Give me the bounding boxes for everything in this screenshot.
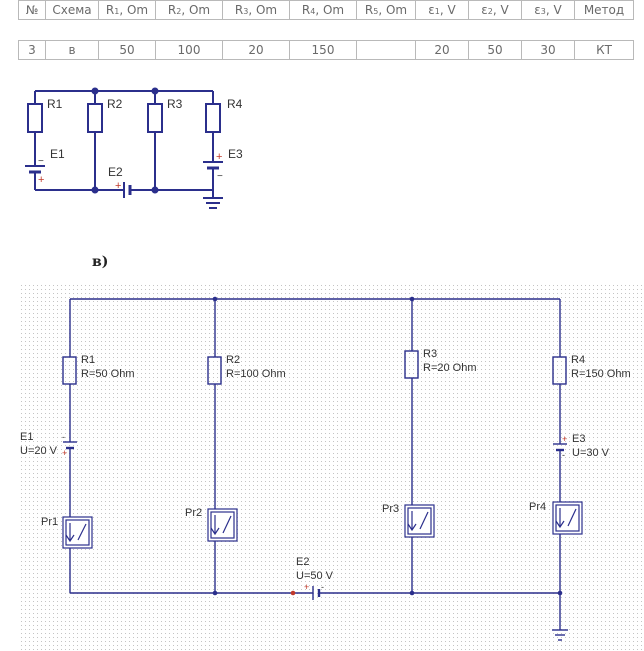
simulation-canvas [18,283,644,651]
sim-label-r1-value: R=50 Ohm [81,368,135,380]
sim-sign-e1-minus: - [62,432,65,442]
schematic-label-r4: R4 [227,97,243,111]
sim-label-e2-name: E2 [296,556,309,568]
ammeter-pr4-icon [552,501,583,535]
sim-label-e1-name: E1 [20,431,33,443]
schematic-label-e1: E1 [50,147,65,161]
sim-label-e2-value: U=50 V [296,570,334,582]
schematic-sign-e1-plus: + [38,174,44,186]
schematic-label-e3: E3 [228,147,243,161]
ammeter-pr3-icon [404,504,435,538]
variant-label: в) [92,254,109,270]
table-header-row: № Схема R1, Om R2, Om R3, Om R4, Om R5, … [18,0,634,20]
sim-label-e1-value: U=20 V [20,445,58,457]
sim-label-r1-name: R1 [81,354,95,366]
header-cell: R3, Om [222,0,290,20]
schematic-label-r3: R3 [167,97,183,111]
table-cell: 50 [468,40,522,60]
sim-label-pr1: Pr1 [41,516,58,528]
sim-label-e3-name: E3 [572,433,585,445]
schematic-label-e2: E2 [108,165,123,179]
schematic-sign-e3-plus: + [216,151,222,163]
sim-sign-e3-plus: + [562,434,567,444]
header-cell: R4, Om [289,0,357,20]
sim-sign-e2-plus: + [304,582,309,592]
schematic-sign-e1-minus: − [38,156,44,167]
sim-label-r4-name: R4 [571,354,585,366]
simulation-wiring [62,298,568,641]
schematic-label-r2: R2 [107,97,123,111]
sim-label-r2-name: R2 [226,354,240,366]
sim-labels: R1 R=50 Ohm R2 R=100 Ohm R3 R=20 Ohm R4 … [20,348,631,592]
schematic-resistor-r1 [27,103,43,133]
table-cell: КТ [574,40,634,60]
table-cell: 100 [155,40,223,60]
schematic-label-r1: R1 [47,97,63,111]
sim-ground-icon [552,629,568,641]
sim-label-r3-value: R=20 Ohm [423,362,477,374]
parameter-table: № Схема R1, Om R2, Om R3, Om R4, Om R5, … [18,0,634,60]
schematic-sign-e2-plus: + [115,180,121,192]
schematic-ground-icon [203,197,223,209]
sim-sign-e2-minus: - [321,582,324,592]
sim-label-r4-value: R=150 Ohm [571,368,631,380]
sim-label-pr2: Pr2 [185,507,202,519]
table-cell: 150 [289,40,357,60]
header-cell: R5, Om [356,0,416,20]
header-cell: ε2, V [468,0,522,20]
sim-label-pr3: Pr3 [382,503,399,515]
ammeter-pr2-icon [207,508,238,542]
schematic-sign-e3-minus: − [217,171,223,182]
header-cell: ε1, V [415,0,469,20]
sim-label-e3-value: U=30 V [572,447,610,459]
schematic-diagram [25,87,223,209]
schematic-labels: R1 R2 R3 R4 E1 E2 E3 − + + + − [38,97,243,192]
schematic-resistor-r2 [87,103,103,133]
sim-sign-e3-minus: - [562,450,565,460]
header-cell: Метод [574,0,634,20]
header-cell: ε3, V [521,0,575,20]
sim-sign-e1-plus: + [62,448,67,458]
header-cell: R2, Om [155,0,223,20]
header-cell: № [18,0,46,20]
sim-label-r2-value: R=100 Ohm [226,368,286,380]
table-row: 3 в 50 100 20 150 20 50 30 КТ [18,40,634,60]
schematic-resistor-r4 [205,103,221,133]
ammeter-pr1-icon [62,516,93,549]
header-cell: R1, Om [98,0,156,20]
sim-ammeters [62,501,583,549]
table-cell: 20 [415,40,469,60]
sim-label-pr4: Pr4 [529,501,546,513]
schematic-resistor-r3 [147,103,163,133]
sim-label-r3-name: R3 [423,348,437,360]
sim-junctions [212,296,563,596]
